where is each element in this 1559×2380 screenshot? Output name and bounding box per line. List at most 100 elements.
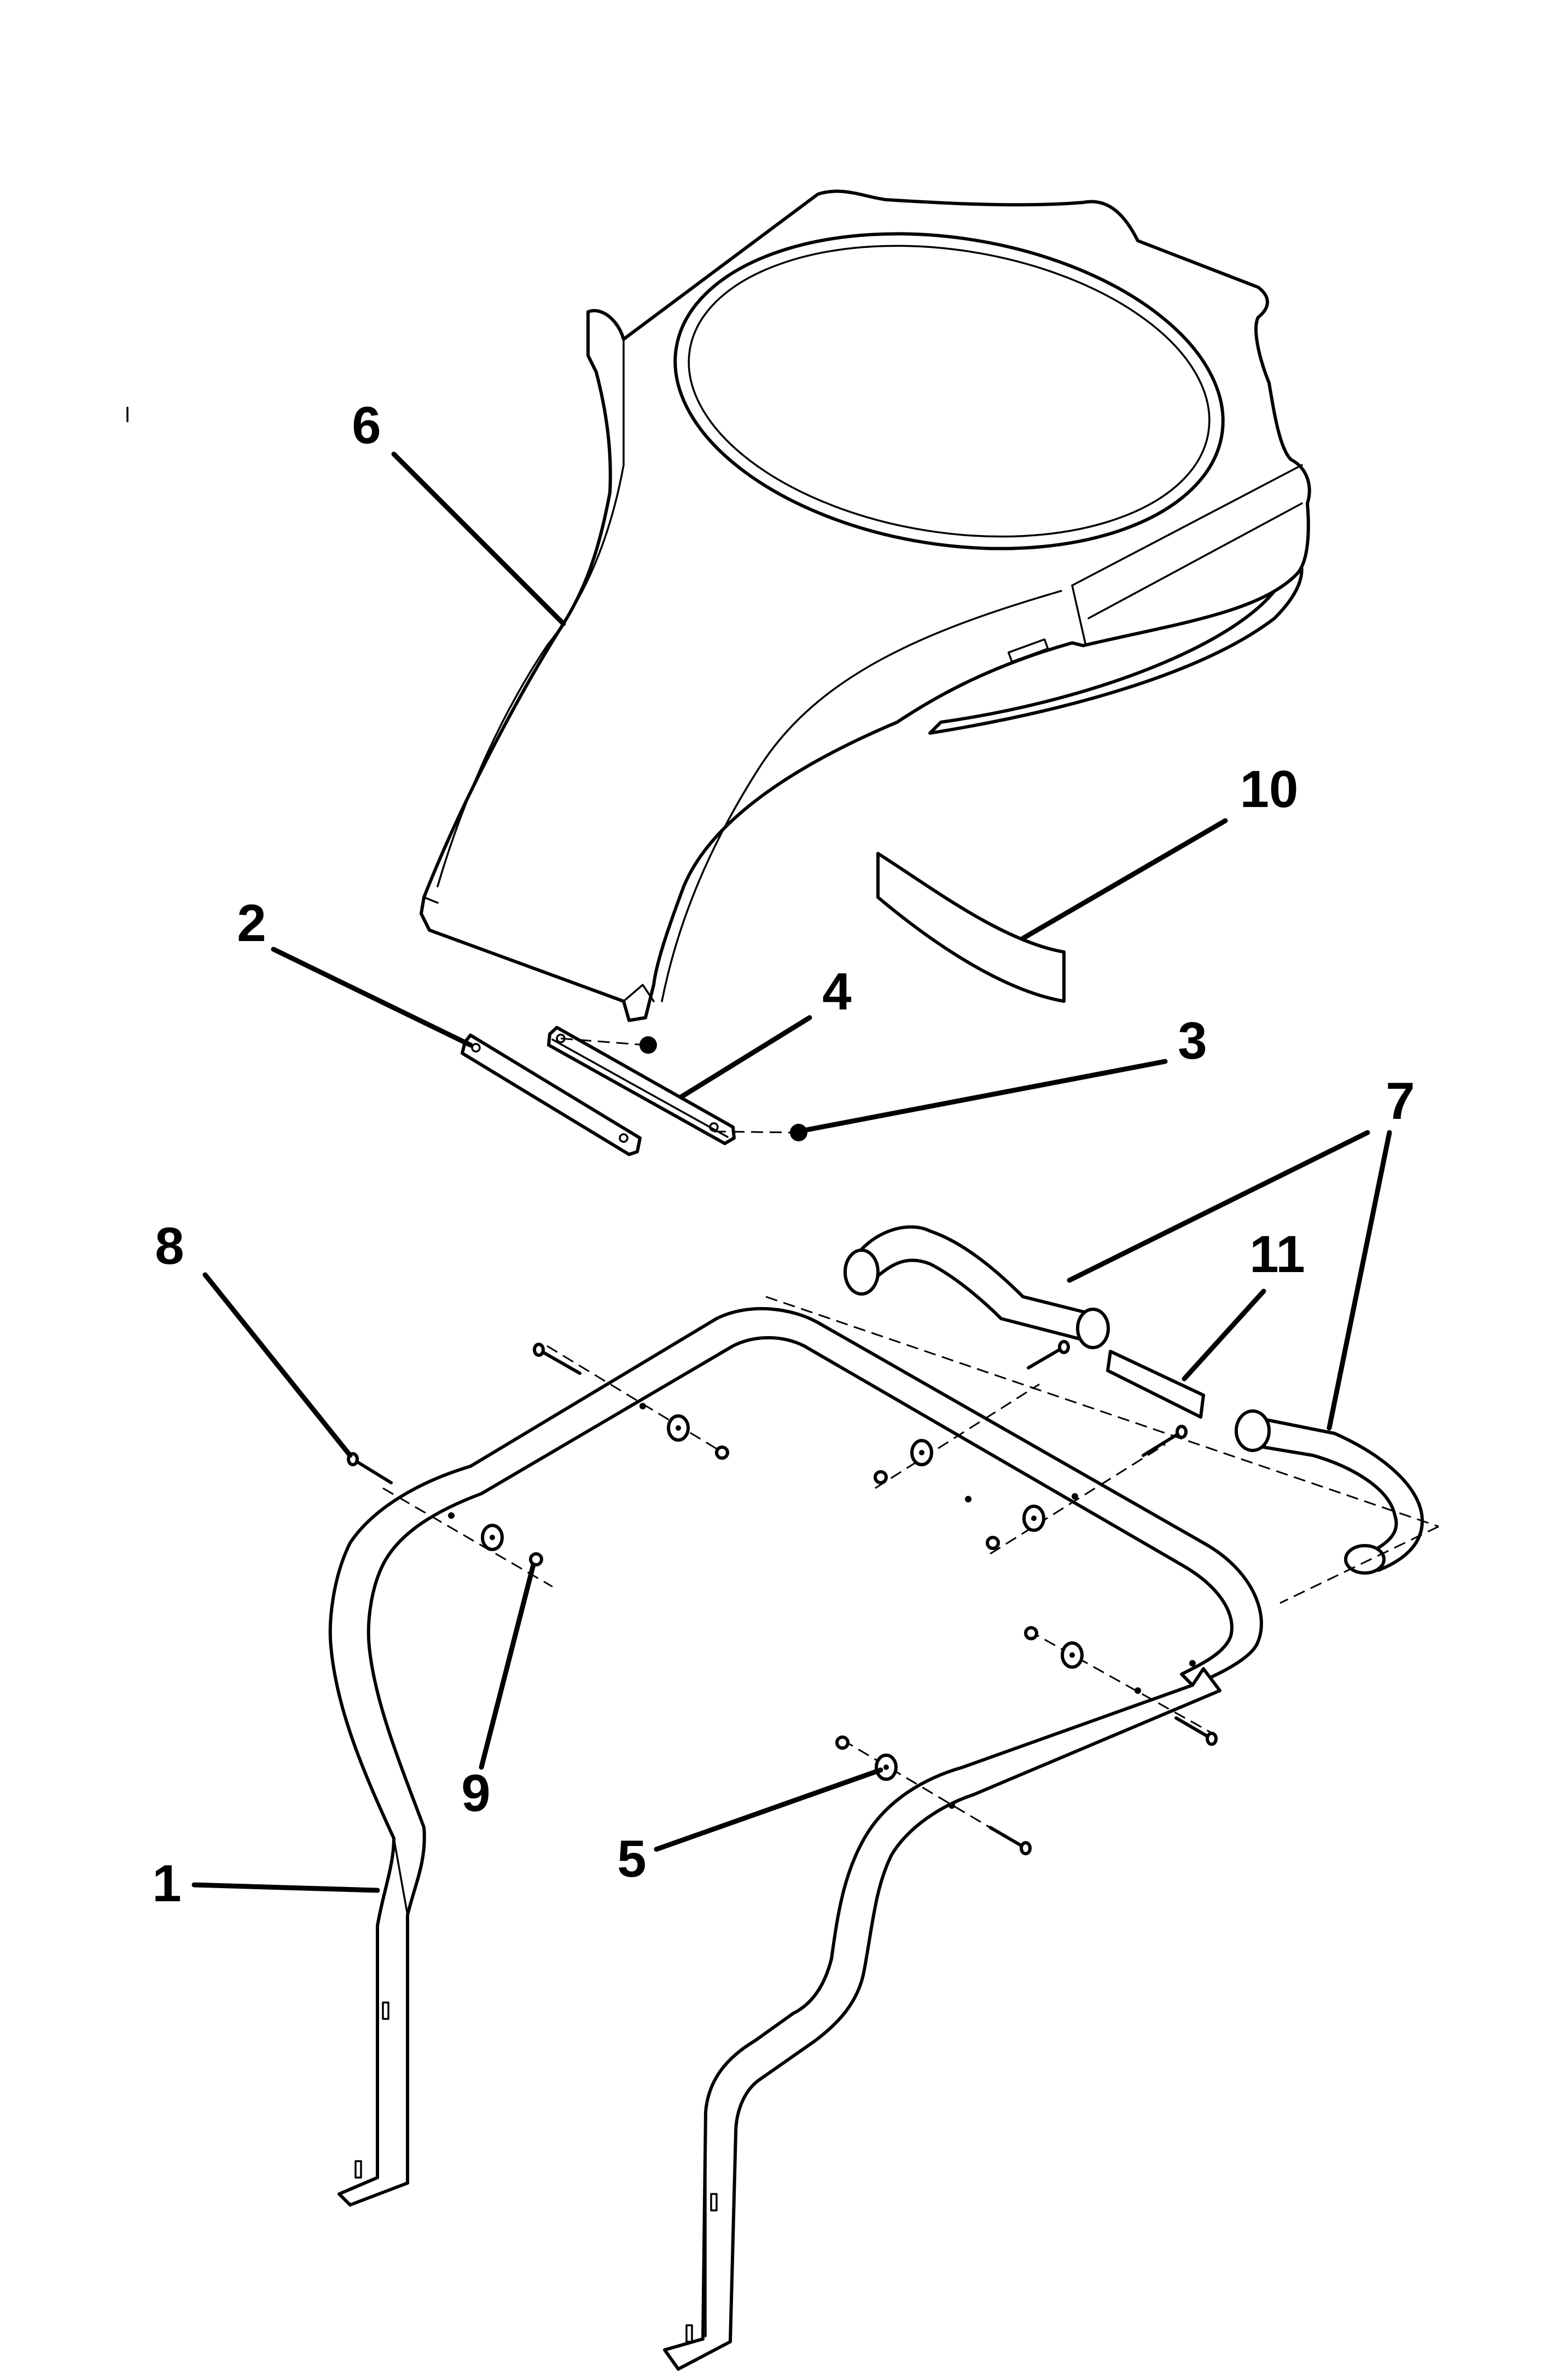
leader-10 (1020, 818, 1228, 941)
assembly-line (560, 1037, 646, 1046)
leader-4 (678, 1015, 812, 1100)
handle-frame-left (328, 1307, 1263, 2207)
leader-1 (191, 1882, 380, 1893)
shroud-front-edge (661, 590, 1062, 1002)
handle-frame-part (328, 1307, 1263, 2371)
small-strip-part (1106, 1350, 1205, 1419)
tube-grip-upper-end (844, 1249, 880, 1296)
frame-hole (965, 1496, 972, 1502)
bracket-hole (709, 1122, 719, 1132)
nut (715, 1446, 729, 1460)
nut (986, 1536, 1000, 1550)
leader-3 (804, 1059, 1168, 1133)
leader-2 (271, 947, 473, 1048)
bolt-parts (347, 1340, 1218, 1855)
callout-4: 4 (822, 962, 851, 1021)
washer-hole (919, 1450, 924, 1455)
shroud-left-tab (423, 896, 439, 904)
callout-8: 8 (155, 1217, 184, 1275)
nut (1024, 1626, 1038, 1640)
bolt-head (1058, 1340, 1070, 1354)
callout-1: 1 (152, 1854, 181, 1913)
callout-5: 5 (617, 1830, 646, 1888)
assembly-centerlines (382, 1296, 1439, 1845)
centerline (842, 1739, 1018, 1845)
shroud-bottom-tab (623, 984, 655, 1002)
shroud-left-rib (437, 338, 625, 887)
leader-lines (191, 451, 1392, 1893)
bolt-head (1206, 1732, 1218, 1746)
handle-left-bend (393, 1837, 409, 1916)
shroud-lower-rail (1087, 502, 1303, 619)
nut-part (639, 1036, 657, 1054)
tube-grip-upper-end2 (1076, 1308, 1110, 1349)
shroud-top-oval-inner (688, 245, 1211, 538)
callout-10: 10 (1240, 760, 1299, 819)
handle-slot (382, 2001, 389, 2020)
shroud-upper-rail (1071, 464, 1303, 587)
washer-hole (883, 1764, 889, 1770)
shroud-under-rim (928, 551, 1304, 735)
leader-11 (1182, 1288, 1266, 1381)
tube-grip-lower-end2 (1344, 1544, 1386, 1575)
bracket-hole (471, 1043, 481, 1053)
nut (835, 1735, 850, 1750)
handle-slot (710, 2193, 718, 2211)
callout-9: 9 (461, 1764, 490, 1822)
leader-9 (479, 1562, 536, 1770)
leader-7a (1067, 1130, 1370, 1283)
curved-strip-part (876, 852, 1066, 1003)
bolt (1027, 1347, 1063, 1369)
shroud-part (420, 189, 1311, 1022)
bolt (988, 1826, 1025, 1848)
frame-hole (448, 1512, 455, 1519)
leader-5 (654, 1767, 883, 1852)
bolt (540, 1350, 581, 1375)
leader-8 (202, 1272, 353, 1458)
washer-hole (676, 1425, 681, 1431)
tube-grip-parts (844, 1225, 1424, 1575)
nut-part (790, 1124, 807, 1141)
shroud-top-oval-outer (673, 232, 1225, 550)
bolt (1174, 1716, 1211, 1739)
centerline (1279, 1525, 1439, 1604)
callout-6: 6 (352, 396, 381, 455)
frame-hole (949, 1802, 955, 1809)
shroud-rail-end (1071, 584, 1087, 647)
centerline (875, 1383, 1040, 1489)
bolt-head (533, 1343, 545, 1357)
handle-slot (685, 2324, 693, 2343)
centerline (382, 1487, 553, 1588)
centerline (1028, 1629, 1215, 1735)
frame-hole (1072, 1493, 1078, 1500)
bolt (1142, 1432, 1180, 1457)
centerline (990, 1443, 1166, 1555)
leader-6 (391, 451, 566, 626)
callout-labels: 6 10 2 4 3 7 11 8 9 5 1 (152, 396, 1415, 1913)
frame-hole (1135, 1687, 1141, 1694)
washer-hole (1031, 1516, 1037, 1521)
flat-bracket (461, 1034, 642, 1156)
washer-nut-parts (481, 1414, 1084, 1781)
shroud-slot (1007, 638, 1049, 663)
tube-grip-upper (849, 1225, 1101, 1342)
handle-slot (354, 2160, 362, 2179)
bolt-head (1176, 1425, 1188, 1439)
frame-hole (1189, 1660, 1196, 1667)
angle-bracket-fold (551, 1038, 729, 1138)
callout-7: 7 (1386, 1072, 1415, 1130)
assembly-line (713, 1130, 796, 1134)
centerline (765, 1296, 1439, 1528)
callout-3: 3 (1178, 1012, 1207, 1070)
centerline (546, 1345, 728, 1456)
bracket-parts (461, 1026, 807, 1156)
callout-2: 2 (237, 894, 266, 953)
bolt-head (1020, 1841, 1032, 1855)
handle-top-inner (480, 1345, 734, 1495)
leader-7b (1327, 1130, 1392, 1431)
handle-frame-right (663, 1667, 1221, 2371)
bracket-hole (619, 1133, 629, 1143)
bolt (354, 1459, 393, 1484)
